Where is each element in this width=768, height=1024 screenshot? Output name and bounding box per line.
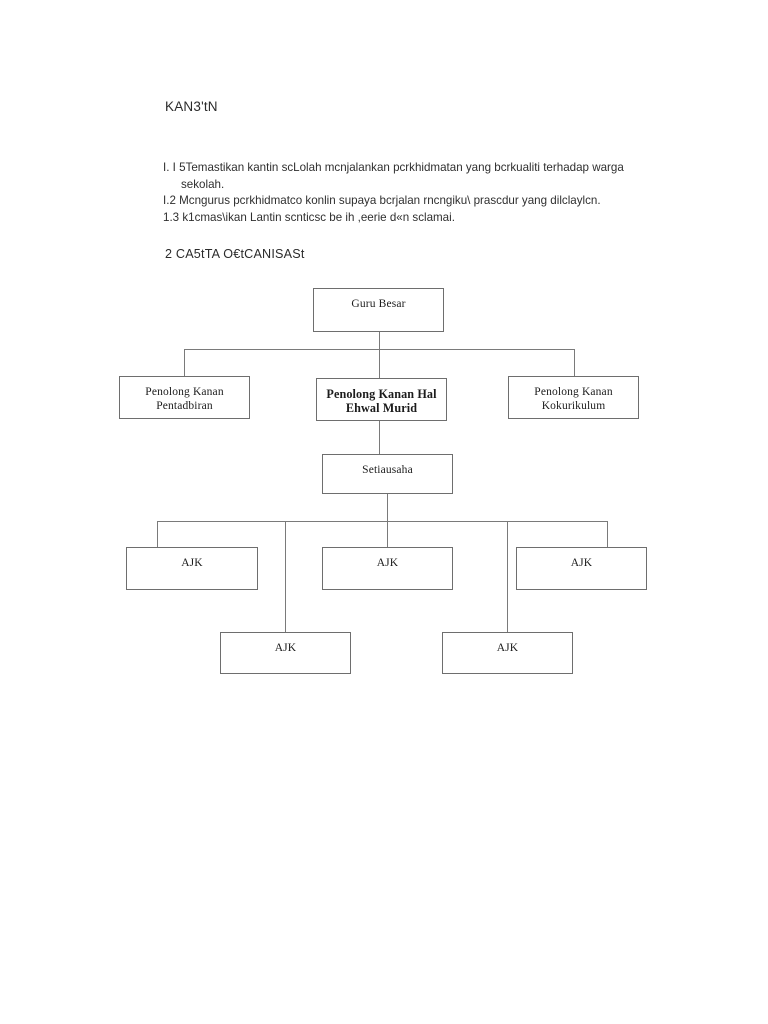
org-node-label: Ehwal Murid [345,401,418,415]
org-node-ajk_1: AJK [126,547,258,590]
connector-ajk5-drop [507,521,508,632]
objective-item-2: I.2 Mcngurus pcrkhidmatco konlin supaya … [163,193,638,210]
objective-item-1: I. I 5Temastikan kantin scLolah mcnjalan… [163,160,638,193]
org-node-label: AJK [181,557,203,569]
objective-text-2: I.2 Mcngurus pcrkhidmatco konlin supaya … [163,194,601,208]
connector-row2-bus [184,349,575,350]
org-node-guru_besar: Guru Besar [313,288,444,332]
org-node-label: Kokurikulum [541,400,606,412]
objective-continuation-1: sekolah. [181,177,225,191]
connector-hem-down [379,421,380,454]
connector-su-down [387,494,388,547]
org-node-label: Setiausaha [362,464,413,476]
objective-text-1: I. I 5Temastikan kantin scLolah mcnjalan… [163,161,624,174]
org-node-setiausaha: Setiausaha [322,454,453,494]
connector-ajk4-drop [285,521,286,632]
org-node-label: Guru Besar [351,298,406,310]
objective-item-3: 1.3 k1cmas\ikan Lantin scnticsc be ih ,e… [163,210,638,227]
page-title: KAN3'tN [165,99,218,114]
org-node-label: Penolong Kanan [534,386,613,398]
org-node-label: Penolong Kanan [145,386,224,398]
org-node-label: AJK [570,557,593,569]
org-node-label: Penolong Kanan Hal [326,387,437,401]
connector-ajk1-up [157,521,158,547]
org-node-label: Pentadbiran [156,400,213,412]
connector-gb-down [379,332,380,378]
org-node-ajk_5: AJK [442,632,573,674]
connector-ajk2-up [387,494,388,547]
org-node-label: AJK [496,642,519,654]
connector-row3-bus [157,521,607,522]
connector-pkk-up [574,349,575,376]
org-node-ajk_2: AJK [322,547,453,590]
objectives-list: I. I 5Temastikan kantin scLolah mcnjalan… [163,160,638,226]
org-node-label: AJK [376,557,399,569]
org-node-ajk_3: AJK [516,547,647,590]
org-node-label: AJK [274,642,297,654]
objective-text-3: 1.3 k1cmas\ikan Lantin scnticsc be ih ,e… [163,210,455,224]
section-heading-carta-organisasi: 2 CA5tTA O€tCANISASt [165,247,305,261]
connector-pkp-up [184,349,185,376]
connector-ajk3-up [607,521,608,547]
org-node-ajk_4: AJK [220,632,351,674]
